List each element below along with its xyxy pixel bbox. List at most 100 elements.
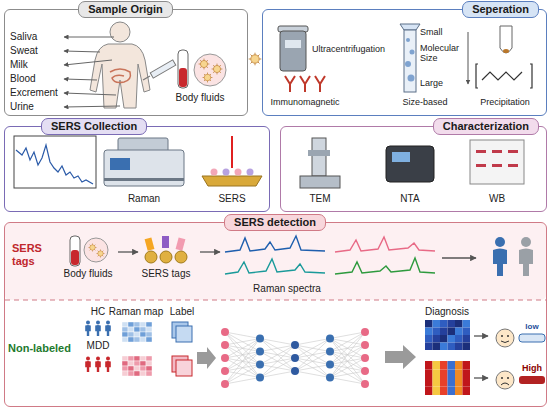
diagnosis-heatmap: [463, 328, 471, 336]
raman-map-grid: [122, 361, 128, 366]
item-label: Blood: [10, 73, 36, 85]
diagnosis-heatmap: [455, 378, 463, 387]
diagnosis-heatmap: [425, 320, 470, 395]
face-icons: [519, 334, 545, 342]
neural-network: [225, 339, 260, 385]
diagnosis-heatmap: [433, 378, 441, 387]
neural-network: [221, 354, 229, 362]
sample-leaders: [64, 93, 116, 95]
raman-map-grid: [140, 327, 146, 332]
raman-map-grid: [140, 337, 146, 342]
diagnosis-heatmap: [440, 361, 448, 370]
raman-map-grid: [140, 356, 146, 361]
diagnosis-heatmap: [433, 387, 441, 396]
blood-tube: [212, 64, 223, 75]
sers-substrate: [202, 176, 262, 186]
exosome-icon: [249, 53, 262, 66]
diagnosis-heatmap: [455, 370, 463, 379]
diagnosis-heatmap: [440, 378, 448, 387]
peg-structure: [476, 64, 478, 88]
face-icons: [501, 341, 509, 343]
spectrum-plot: [16, 145, 93, 184]
item-label: Size-based: [402, 97, 447, 107]
human-body: [110, 69, 130, 83]
people-figures: [493, 237, 533, 276]
neural-network: [330, 352, 365, 385]
diagnosis-heatmap: [425, 320, 433, 328]
face-icons: [501, 383, 509, 385]
peg-structure: [476, 64, 532, 88]
flow-arrows: [474, 335, 488, 336]
diagnosis-heatmap: [440, 335, 448, 343]
label-cubes: [176, 360, 192, 376]
spectrum-plot: [14, 136, 96, 188]
human-body: [110, 22, 130, 42]
raman-map-grid: [146, 366, 152, 371]
precipitation-tube: [500, 26, 512, 53]
diagnosis-heatmap: [433, 335, 441, 343]
item-label: Body fluids: [64, 268, 113, 280]
size-column: [404, 30, 416, 92]
neural-network: [330, 332, 365, 378]
tem-microscope: [308, 150, 330, 156]
flow-arrows: [118, 252, 488, 378]
neural-network: [260, 358, 295, 378]
diagnosis-heatmap: [440, 328, 448, 336]
cohort-icons: [85, 320, 91, 336]
size-column: [400, 24, 420, 30]
raman-map-grid: [122, 366, 128, 371]
size-column: [468, 32, 469, 84]
sample-leaders: [64, 51, 100, 52]
blood-tube: [178, 50, 226, 88]
item-label: Diagnosis: [425, 306, 469, 318]
sers-tag-icons: [162, 236, 169, 248]
neural-network: [256, 335, 264, 343]
diagnosis-heatmap: [463, 378, 471, 387]
neural-network: [225, 352, 260, 385]
raman-map-grid: [122, 337, 128, 342]
tags-band: [5, 223, 546, 300]
face-icons: [501, 377, 503, 379]
western-blot: [492, 164, 502, 167]
item-label: MDD: [87, 340, 110, 352]
neural-network: [326, 335, 334, 343]
raman-instrument: [104, 178, 184, 181]
sample-leaders: [64, 60, 112, 65]
syringe: [143, 60, 176, 80]
neural-network: [330, 378, 365, 385]
diagnosis-heatmap: [455, 320, 463, 328]
neural-network: [361, 354, 369, 362]
diagnosis-heatmap: [440, 387, 448, 396]
people-figures: [519, 237, 533, 276]
human-body: [90, 22, 150, 108]
antibody-icon: [285, 76, 295, 92]
sers-tag-icons: [160, 251, 172, 263]
section-tab: Seperation: [462, 1, 539, 18]
raman-map-grid: [134, 371, 140, 376]
sers-tag-icons: [145, 251, 157, 263]
raman-map-grid: [122, 332, 128, 337]
raman-map-grid: [128, 327, 134, 332]
raman-map-grid: [128, 332, 134, 337]
sers-substrate: [202, 136, 262, 186]
people-figures: [493, 237, 507, 276]
raman-map-grid: [122, 322, 128, 327]
neural-network: [221, 328, 229, 336]
face-icons: [496, 329, 545, 389]
spectrum-plot: [14, 136, 96, 188]
raman-map-grid: [146, 356, 152, 361]
item-label: WB: [489, 193, 505, 205]
diagnosis-heatmap: [455, 361, 463, 370]
row-label: Non-labeled: [8, 342, 71, 355]
neural-network: [225, 332, 260, 365]
item-label: Urine: [10, 101, 34, 113]
raman-spectra: [335, 237, 435, 252]
item-label: Milk: [10, 59, 28, 71]
centrifuge: [285, 40, 301, 48]
raman-map-grid: [134, 366, 140, 371]
item-label: Large: [420, 78, 443, 88]
face-icons: [496, 329, 514, 347]
raman-spectra: [225, 259, 325, 274]
neural-network: [295, 352, 330, 372]
item-label: Raman: [128, 193, 160, 205]
